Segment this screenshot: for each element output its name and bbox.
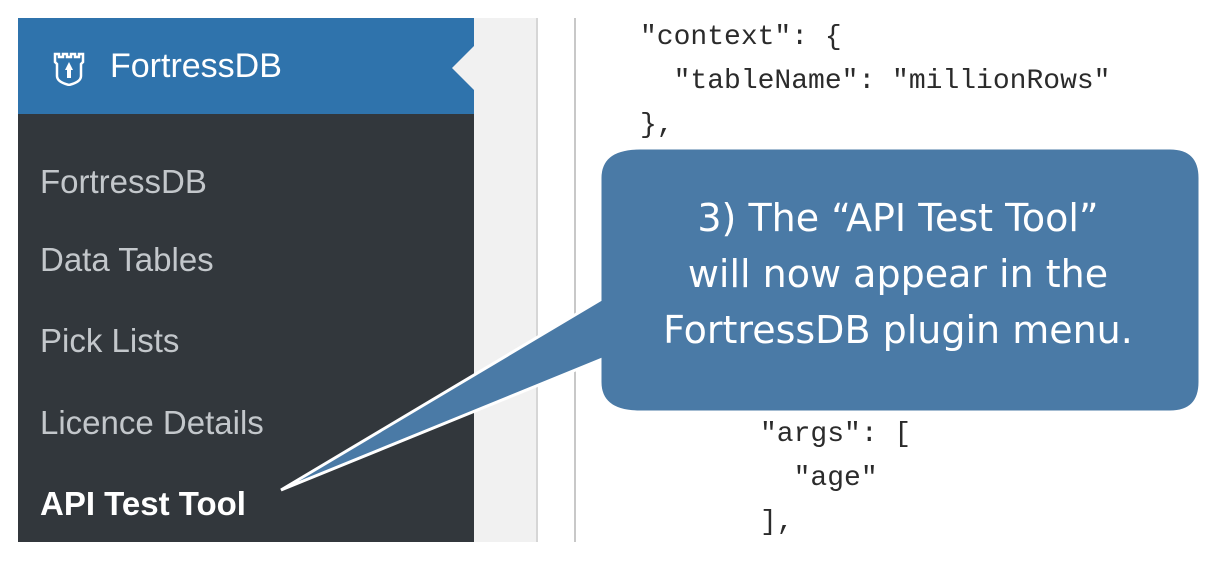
code-line: }, [640, 110, 674, 141]
sidebar-header-title: FortressDB [110, 47, 282, 85]
code-line: ], [760, 507, 794, 538]
current-menu-pointer [452, 46, 474, 90]
shield-icon [53, 52, 85, 86]
callout-line-2: will now appear in the [687, 252, 1109, 296]
callout-text: 3) The “API Test Tool” will now appear i… [598, 190, 1198, 358]
sidebar-item-licence-details[interactable]: Licence Details [40, 404, 264, 441]
code-line: "context": { [640, 22, 842, 53]
code-line: "age" [760, 463, 878, 494]
code-line: "tableName": "millionRows" [640, 66, 1111, 97]
sidebar-item-api-test-tool[interactable]: API Test Tool [40, 485, 246, 522]
callout-line-1: 3) The “API Test Tool” [697, 196, 1099, 240]
sidebar-header-fortressdb[interactable]: FortressDB [18, 18, 474, 114]
admin-sidebar: FortressDB FortressDB Data Tables Pick L… [18, 18, 474, 542]
code-line: "args": [ [760, 419, 912, 450]
sidebar-item-data-tables[interactable]: Data Tables [40, 241, 214, 278]
sidebar-item-pick-lists[interactable]: Pick Lists [40, 322, 180, 359]
code-divider [574, 18, 576, 542]
callout-line-3: FortressDB plugin menu. [663, 308, 1133, 352]
sidebar-item-fortressdb[interactable]: FortressDB [40, 163, 207, 200]
content-gutter [474, 18, 538, 542]
